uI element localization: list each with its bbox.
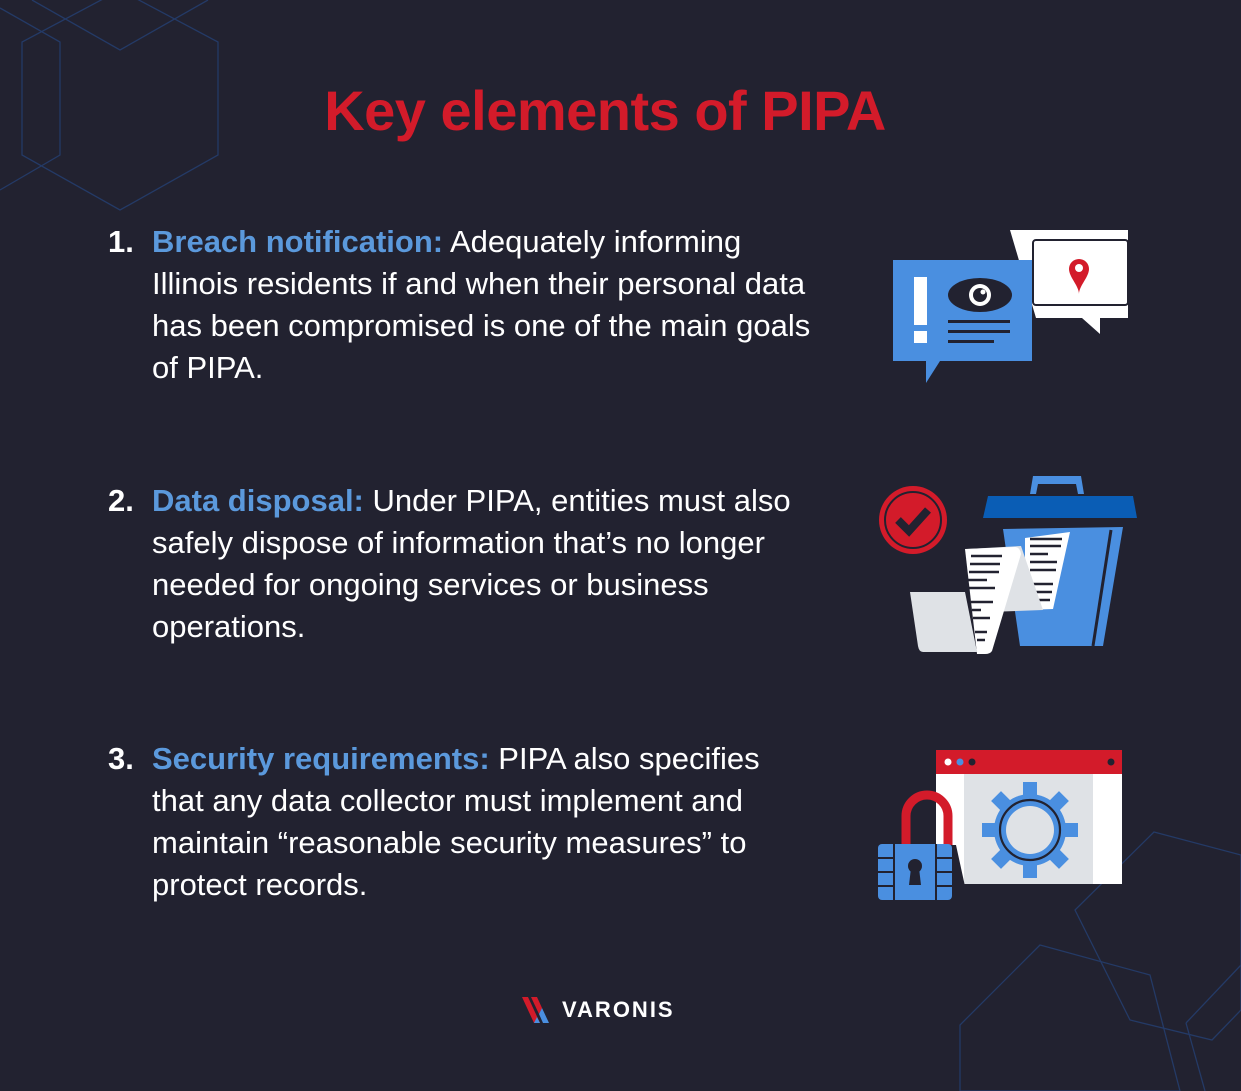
item-body: PIPA also specifies that any data collec… [152,741,760,902]
item-number: 2. [108,483,134,518]
item-text: Breach notification: Adequately informin… [152,221,828,389]
padlock-browser-gear-icon [878,750,1122,900]
item-text: Security requirements: PIPA also specifi… [152,738,772,906]
speech-bubbles-alert-eye-location-icon [893,230,1129,383]
varonis-logo-text: VARONIS [562,997,675,1022]
varonis-logo: VARONIS [520,990,675,1030]
list-item-data-disposal: 2. Data disposal: Under PIPA, entities m… [108,480,828,648]
varonis-logo-mark-icon [522,997,549,1023]
item-heading: Data disposal: [152,483,364,518]
item-heading: Security requirements: [152,741,490,776]
item-number: 3. [108,741,134,776]
page-title: Key elements of PIPA [324,79,886,142]
list-item-breach-notification: 1. Breach notification: Adequately infor… [108,221,828,389]
item-body: Adequately informing Illinois residents … [152,224,811,385]
item-number: 1. [108,224,134,259]
item-heading: Breach notification: [152,224,444,259]
item-body: Under PIPA, entities must also safely di… [152,483,791,644]
list-item-security-requirements: 3. Security requirements: PIPA also spec… [108,738,828,906]
trash-can-documents-checkmark-icon [879,476,1137,654]
item-text: Data disposal: Under PIPA, entities must… [152,480,792,648]
